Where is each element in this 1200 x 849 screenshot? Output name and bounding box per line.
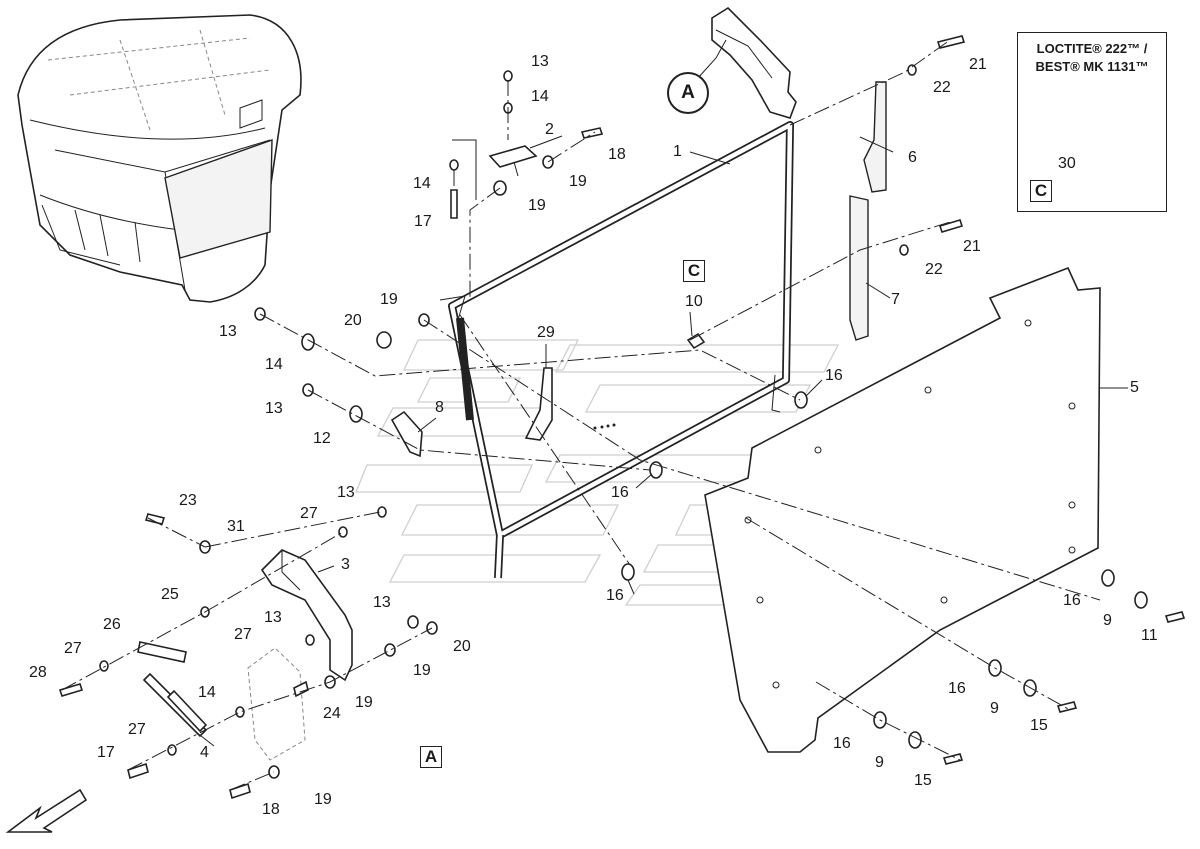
callout-25: 25 bbox=[161, 586, 179, 603]
cab-overview-illustration bbox=[17, 14, 302, 303]
callout-21: 21 bbox=[969, 56, 987, 73]
callout-19: 19 bbox=[569, 173, 587, 190]
callout-22: 22 bbox=[933, 79, 951, 96]
callout-9: 9 bbox=[990, 700, 999, 717]
callout-14: 14 bbox=[531, 88, 549, 105]
callout-9: 9 bbox=[1103, 612, 1112, 629]
plate-part-6 bbox=[863, 81, 887, 193]
callout-13: 13 bbox=[264, 609, 282, 626]
threadlocker-inset: LOCTITE® 222™ / BEST® MK 1131™ 30 C bbox=[1017, 32, 1167, 212]
callout-31: 31 bbox=[227, 518, 245, 535]
callout-3: 3 bbox=[341, 556, 350, 573]
callout-15: 15 bbox=[1030, 717, 1048, 734]
callout-27: 27 bbox=[64, 640, 82, 657]
callout-1: 1 bbox=[673, 143, 682, 160]
plug-part-10 bbox=[686, 332, 706, 350]
callout-19: 19 bbox=[380, 291, 398, 308]
callout-17: 17 bbox=[97, 744, 115, 761]
callout-26: 26 bbox=[103, 616, 121, 633]
callout-17: 17 bbox=[414, 213, 432, 230]
frame-detail-dots bbox=[593, 423, 616, 430]
view-a-box-marker: A bbox=[420, 746, 442, 768]
inset-product-line-2: BEST® MK 1131™ bbox=[1035, 59, 1149, 74]
callout-27: 27 bbox=[300, 505, 318, 522]
callout-14: 14 bbox=[413, 175, 431, 192]
inset-product-line-1: LOCTITE® 222™ / bbox=[1036, 41, 1148, 56]
dashed-sub-bracket bbox=[247, 647, 306, 761]
callout-22: 22 bbox=[925, 261, 943, 278]
callout-27: 27 bbox=[128, 721, 146, 738]
callout-13: 13 bbox=[219, 323, 237, 340]
callout-15: 15 bbox=[914, 772, 932, 789]
callout-8: 8 bbox=[435, 399, 444, 416]
callout-19: 19 bbox=[413, 662, 431, 679]
gas-spring-part-4 bbox=[142, 672, 208, 738]
callout-13: 13 bbox=[265, 400, 283, 417]
plate-part-7 bbox=[849, 195, 869, 341]
callout-16: 16 bbox=[611, 484, 629, 501]
callout-7: 7 bbox=[891, 291, 900, 308]
callout-16: 16 bbox=[1063, 592, 1081, 609]
leader-lines bbox=[195, 135, 1128, 747]
callout-28: 28 bbox=[29, 664, 47, 681]
callout-19: 19 bbox=[528, 197, 546, 214]
callout-20: 20 bbox=[453, 638, 471, 655]
callout-19: 19 bbox=[355, 694, 373, 711]
callout-13: 13 bbox=[373, 594, 391, 611]
callout-6: 6 bbox=[908, 149, 917, 166]
callout-2: 2 bbox=[545, 121, 554, 138]
callout-16: 16 bbox=[825, 367, 843, 384]
hook-part-29 bbox=[524, 367, 553, 441]
callout-16: 16 bbox=[948, 680, 966, 697]
hook-part-8 bbox=[390, 410, 423, 458]
direction-arrow-icon bbox=[5, 788, 88, 833]
callout-27: 27 bbox=[234, 626, 252, 643]
callout-16: 16 bbox=[833, 735, 851, 752]
callout-11: 11 bbox=[1141, 627, 1158, 644]
fasteners bbox=[58, 35, 1186, 800]
callout-4: 4 bbox=[200, 744, 209, 761]
assembly-lines bbox=[61, 39, 1101, 791]
callout-29: 29 bbox=[537, 324, 555, 341]
detail-a-bracket bbox=[697, 6, 797, 119]
callout-16: 16 bbox=[606, 587, 624, 604]
callout-14: 14 bbox=[265, 356, 283, 373]
callout-14: 14 bbox=[198, 684, 216, 701]
callout-18: 18 bbox=[608, 146, 626, 163]
callout-24: 24 bbox=[323, 705, 341, 722]
callout-20: 20 bbox=[344, 312, 362, 329]
view-c-box-marker: C bbox=[683, 260, 705, 282]
callout-13: 13 bbox=[531, 53, 549, 70]
callout-18: 18 bbox=[262, 801, 280, 818]
view-a-circle-marker: A bbox=[667, 72, 709, 114]
callout-23: 23 bbox=[179, 492, 197, 509]
callout-5: 5 bbox=[1130, 379, 1139, 396]
bracket-part-3 bbox=[260, 549, 353, 682]
callout-9: 9 bbox=[875, 754, 884, 771]
callout-10: 10 bbox=[685, 293, 703, 310]
callout-19: 19 bbox=[314, 791, 332, 808]
callout-13: 13 bbox=[337, 484, 355, 501]
latch-part-2 bbox=[488, 145, 538, 177]
callout-12: 12 bbox=[313, 430, 331, 447]
inset-view-c-label: C bbox=[1030, 180, 1052, 202]
callout-30: 30 bbox=[1058, 155, 1076, 172]
panel-part-5 bbox=[704, 266, 1101, 753]
callout-21: 21 bbox=[963, 238, 981, 255]
